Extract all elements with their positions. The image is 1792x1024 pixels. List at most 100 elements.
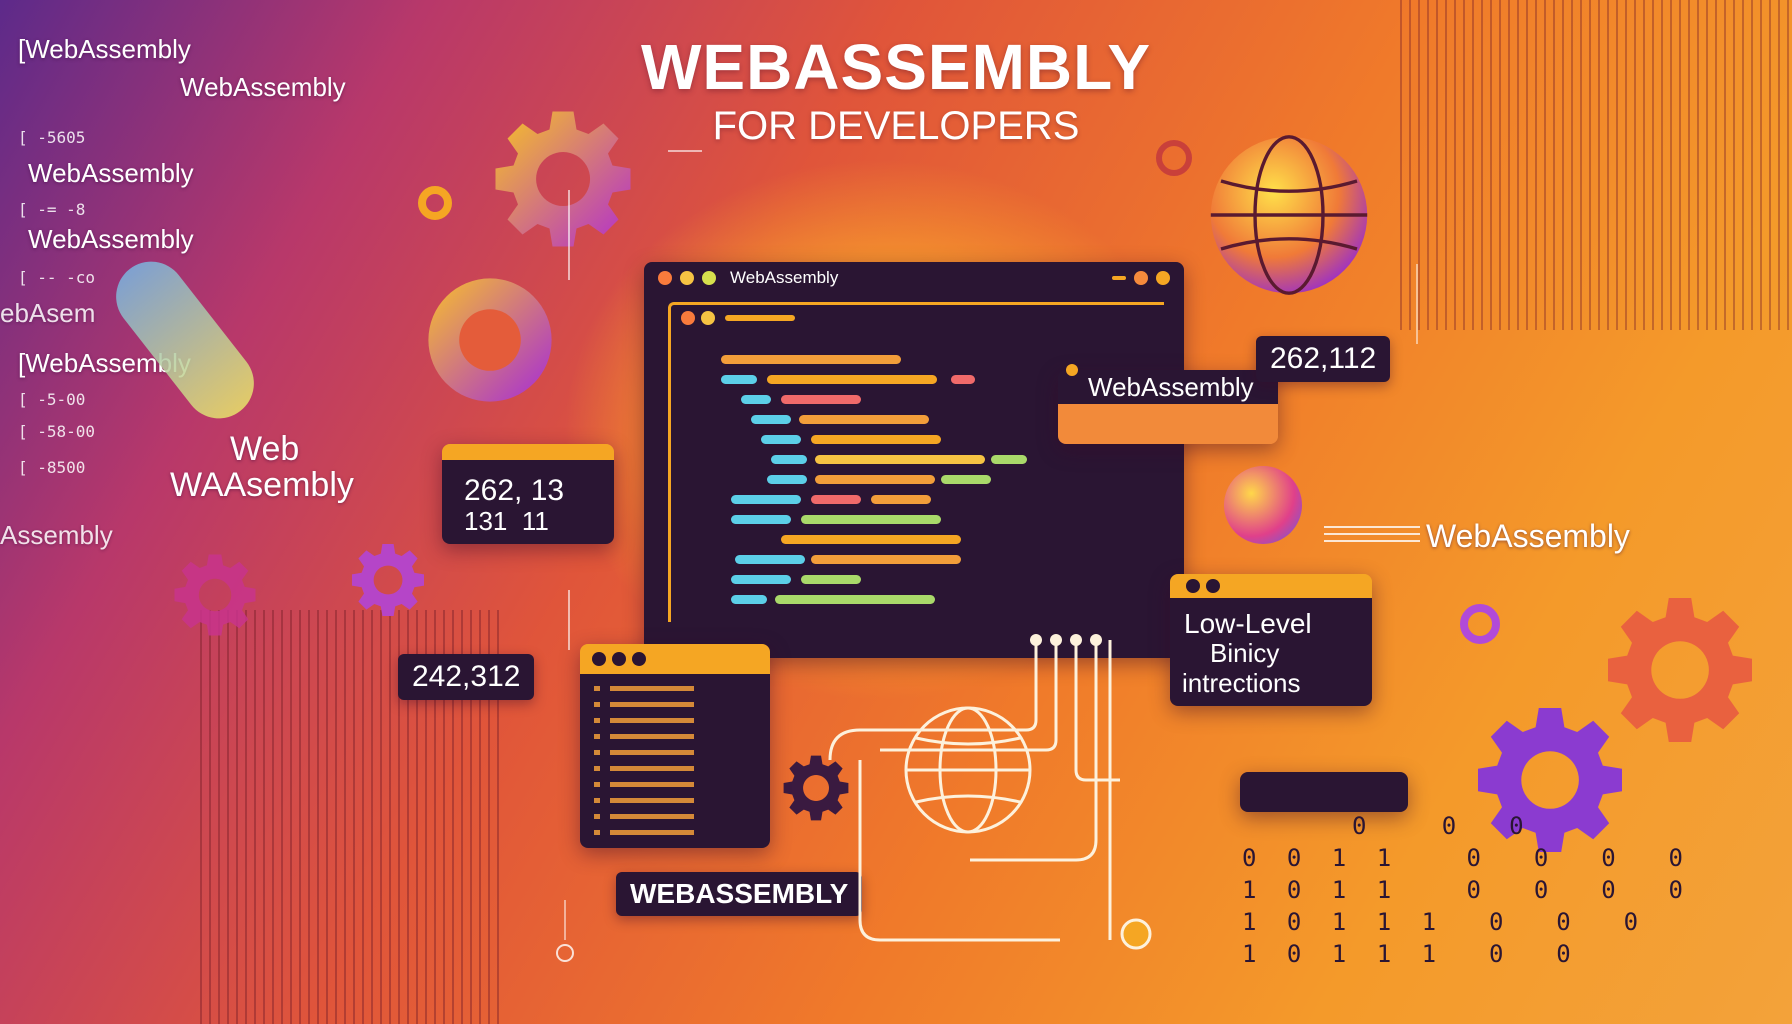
small-code-lines xyxy=(594,686,754,836)
divider-line xyxy=(1416,264,1418,344)
binary-header-bar xyxy=(1240,772,1408,812)
code-line xyxy=(991,455,1027,464)
window-minimize-dot[interactable] xyxy=(680,271,694,285)
left-bullet-5: [ -58-00 xyxy=(18,422,96,441)
lowlevel-dot xyxy=(1186,579,1200,593)
main-window-title: WebAssembly xyxy=(730,268,839,287)
small-window-dot xyxy=(612,652,626,666)
divider-line xyxy=(568,190,570,280)
code-line xyxy=(811,555,961,564)
code-line xyxy=(735,555,805,564)
gear-icon xyxy=(428,278,552,402)
code-line xyxy=(721,355,901,364)
code-line xyxy=(941,475,991,484)
gear-icon xyxy=(1478,708,1622,852)
code-line xyxy=(767,375,937,384)
stripe-decoration-top-right xyxy=(1400,0,1792,330)
code-line xyxy=(781,535,961,544)
editor-dot xyxy=(701,311,715,325)
code-line xyxy=(731,515,791,524)
ring-decoration xyxy=(556,944,574,962)
code-line xyxy=(815,455,985,464)
code-line xyxy=(761,435,801,444)
left-label-3: WebAssembly xyxy=(28,158,194,188)
small-code-window xyxy=(580,644,770,848)
code-line xyxy=(775,595,935,604)
binary-row: 1 0 1 1 1 0 0 0 xyxy=(1242,908,1647,936)
code-line xyxy=(815,475,935,484)
network-globe-icon xyxy=(828,634,1152,950)
gear-icon xyxy=(1608,598,1752,742)
orb-decoration xyxy=(1224,466,1302,544)
gear-icon xyxy=(174,554,256,636)
code-line xyxy=(741,395,771,404)
page-title: WEBASSEMBLY xyxy=(640,31,1152,103)
window-control-icon[interactable] xyxy=(1112,276,1126,280)
globe-sphere-icon xyxy=(1210,135,1368,295)
code-line xyxy=(767,475,807,484)
left-big-label-web: Web xyxy=(230,430,300,468)
code-line xyxy=(801,575,861,584)
divider-line xyxy=(568,590,570,650)
number-top-right: 262,112 xyxy=(1256,336,1391,382)
lowlevel-panel: Low-Level Binicy intrections xyxy=(1170,574,1372,706)
code-line xyxy=(811,435,941,444)
code-line xyxy=(731,595,767,604)
code-line xyxy=(811,495,861,504)
left-big-label-wasm: WAAsembly xyxy=(170,466,354,504)
lowlevel-dot xyxy=(1206,579,1220,593)
main-code-window: WebAssembly xyxy=(644,262,1184,658)
divider-line xyxy=(668,150,702,152)
lowlevel-line2: Binicy xyxy=(1210,638,1280,668)
code-line xyxy=(771,455,807,464)
badge-top-right-text: WebAssembly xyxy=(1088,372,1254,402)
left-bullet-1: [ -5605 xyxy=(18,128,86,147)
binary-row: 1 0 1 1 1 0 0 xyxy=(1242,940,1579,968)
gear-icon xyxy=(352,544,424,616)
code-line xyxy=(951,375,975,384)
code-line xyxy=(731,575,791,584)
code-line xyxy=(801,515,941,524)
small-window-dot xyxy=(592,652,606,666)
small-window-dot xyxy=(632,652,646,666)
left-label-5: ebAsem xyxy=(0,298,96,328)
left-label-2: WebAssembly xyxy=(180,72,346,102)
code-line xyxy=(799,415,929,424)
code-line xyxy=(721,375,757,384)
window-control-dot[interactable] xyxy=(1134,271,1148,285)
ring-decoration xyxy=(1460,604,1500,644)
left-label-1: [WebAssembly xyxy=(18,34,191,64)
number-bottom-left: 242,312 xyxy=(398,654,535,700)
right-label-lines xyxy=(1324,526,1420,546)
left-label-4: WebAssembly xyxy=(28,224,194,254)
webassembly-badge-window: WebAssembly xyxy=(1058,364,1278,444)
editor-bar xyxy=(725,315,795,321)
binary-row: 1 0 1 1 0 0 0 0 xyxy=(1242,876,1691,904)
page-subtitle: FOR DEVELOPERS xyxy=(712,104,1080,148)
code-line xyxy=(731,495,801,504)
number-left-card: 262, 13 131 11 xyxy=(442,444,614,544)
code-line xyxy=(751,415,791,424)
divider-line xyxy=(564,900,566,940)
left-bullet-2: [ -= -8 xyxy=(18,200,86,219)
code-line xyxy=(871,495,931,504)
inner-code-editor xyxy=(668,302,1164,622)
window-close-dot[interactable] xyxy=(658,271,672,285)
left-bullet-3: [ -- -co xyxy=(18,268,96,287)
gear-icon xyxy=(783,755,849,821)
number-left-line1: 262, 13 xyxy=(464,474,565,507)
lowlevel-line1: Low-Level xyxy=(1184,608,1312,639)
number-left-line2: 131 11 xyxy=(464,506,549,536)
lowlevel-line3: intrections xyxy=(1182,668,1301,698)
window-control-dot[interactable] xyxy=(1156,271,1170,285)
main-window-titlebar: WebAssembly xyxy=(644,262,1184,294)
ring-decoration xyxy=(1156,140,1192,176)
badge-window-dot xyxy=(1066,364,1078,376)
gear-icon xyxy=(495,111,631,247)
left-label-7: Assembly xyxy=(0,520,113,550)
left-bullet-6: [ -8500 xyxy=(18,458,86,477)
window-maximize-dot[interactable] xyxy=(702,271,716,285)
webassembly-bottom-badge: WEBASSEMBLY xyxy=(616,872,863,916)
left-bullet-4: [ -5-00 xyxy=(18,390,86,409)
ring-decoration xyxy=(418,186,452,220)
